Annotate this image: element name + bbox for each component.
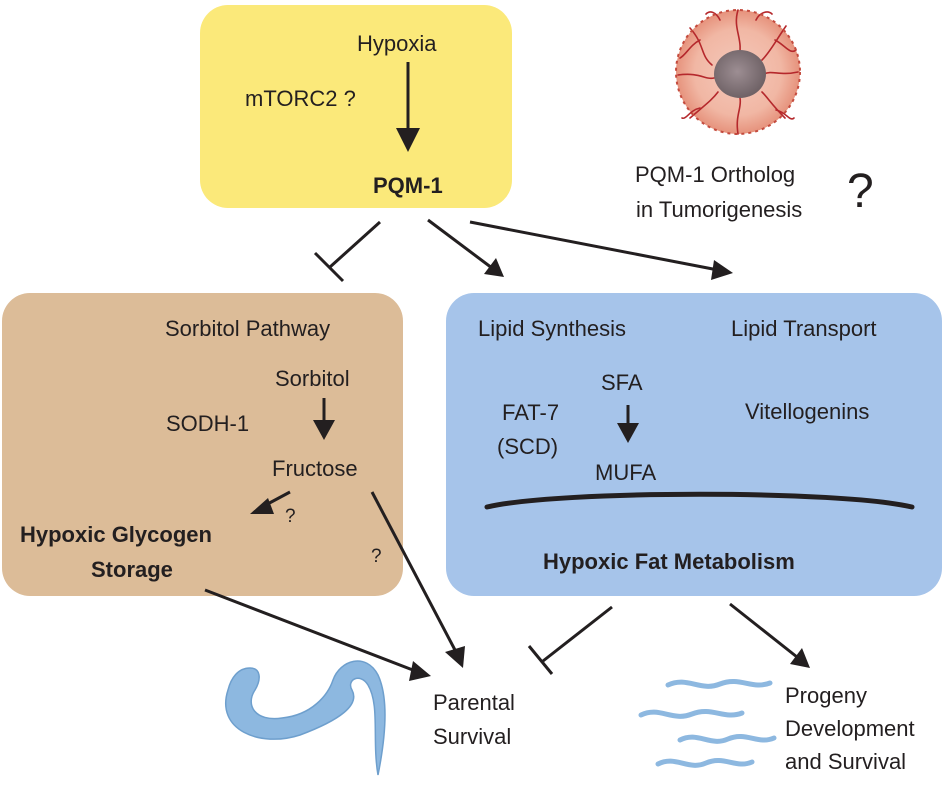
tumor-label-line2: in Tumorigenesis xyxy=(636,197,803,222)
sfa-label: SFA xyxy=(601,370,643,395)
tumor-illustration xyxy=(675,9,801,135)
progeny-line2: Development xyxy=(785,716,915,741)
fat-metabolism-label: Hypoxic Fat Metabolism xyxy=(543,549,795,574)
scd-label: (SCD) xyxy=(497,434,559,459)
sorbitol-pathway-box xyxy=(2,293,403,596)
parental-survival-line1: Parental xyxy=(433,690,515,715)
fructose-to-survival-arrow xyxy=(370,491,465,668)
glycogen-question-mark: ? xyxy=(285,506,296,527)
pqm1-inhibits-sorbitol xyxy=(313,220,382,283)
lipid-brace xyxy=(484,491,915,510)
fructose-label: Fructose xyxy=(272,456,358,481)
sodh1-label: SODH-1 xyxy=(166,411,250,436)
vitellogenins-label: Vitellogenins xyxy=(745,399,870,424)
progeny-line1: Progeny xyxy=(785,683,867,708)
pqm1-to-lipid-synthesis-arrow xyxy=(427,218,504,277)
tumor-question-mark: ? xyxy=(847,165,874,218)
mtorc2-label: mTORC2 ? xyxy=(245,86,356,111)
lipid-transport-label: Lipid Transport xyxy=(731,316,877,341)
mufa-label: MUFA xyxy=(595,460,657,485)
hypoxic-fat-metabolism-box xyxy=(446,293,942,596)
glycogen-label-line2: Storage xyxy=(91,557,173,582)
sorbitol-to-fructose-arrow xyxy=(313,398,335,440)
sorbitol-label: Sorbitol xyxy=(275,366,350,391)
sorbitol-pathway-title: Sorbitol Pathway xyxy=(165,316,331,341)
hypoxia-to-pqm1-arrow xyxy=(396,62,420,152)
pqm1-regulation-box xyxy=(200,5,512,208)
progeny-line3: and Survival xyxy=(785,749,907,774)
fat-metabolism-inhibits-survival xyxy=(527,605,613,675)
progeny-larvae-illustration xyxy=(638,678,777,768)
fat7-label: FAT-7 xyxy=(502,400,560,425)
hypoxia-label: Hypoxia xyxy=(357,31,437,56)
tumor-label-line1: PQM-1 Ortholog xyxy=(635,162,796,187)
pqm1-to-lipid-transport-arrow xyxy=(469,220,733,280)
glycogen-label-line1: Hypoxic Glycogen xyxy=(20,522,212,547)
pqm1-label: PQM-1 xyxy=(373,173,443,198)
parental-worm-illustration xyxy=(225,660,386,776)
glycogen-to-survival-arrow xyxy=(204,588,431,681)
fructose-to-glycogen-arrow xyxy=(250,490,291,514)
survival-question-mark: ? xyxy=(371,546,382,567)
parental-survival-line2: Survival xyxy=(433,724,512,749)
lipid-synthesis-label: Lipid Synthesis xyxy=(478,316,626,341)
fat-metabolism-to-progeny-arrow xyxy=(729,602,810,668)
sfa-to-mufa-arrow xyxy=(617,405,639,443)
